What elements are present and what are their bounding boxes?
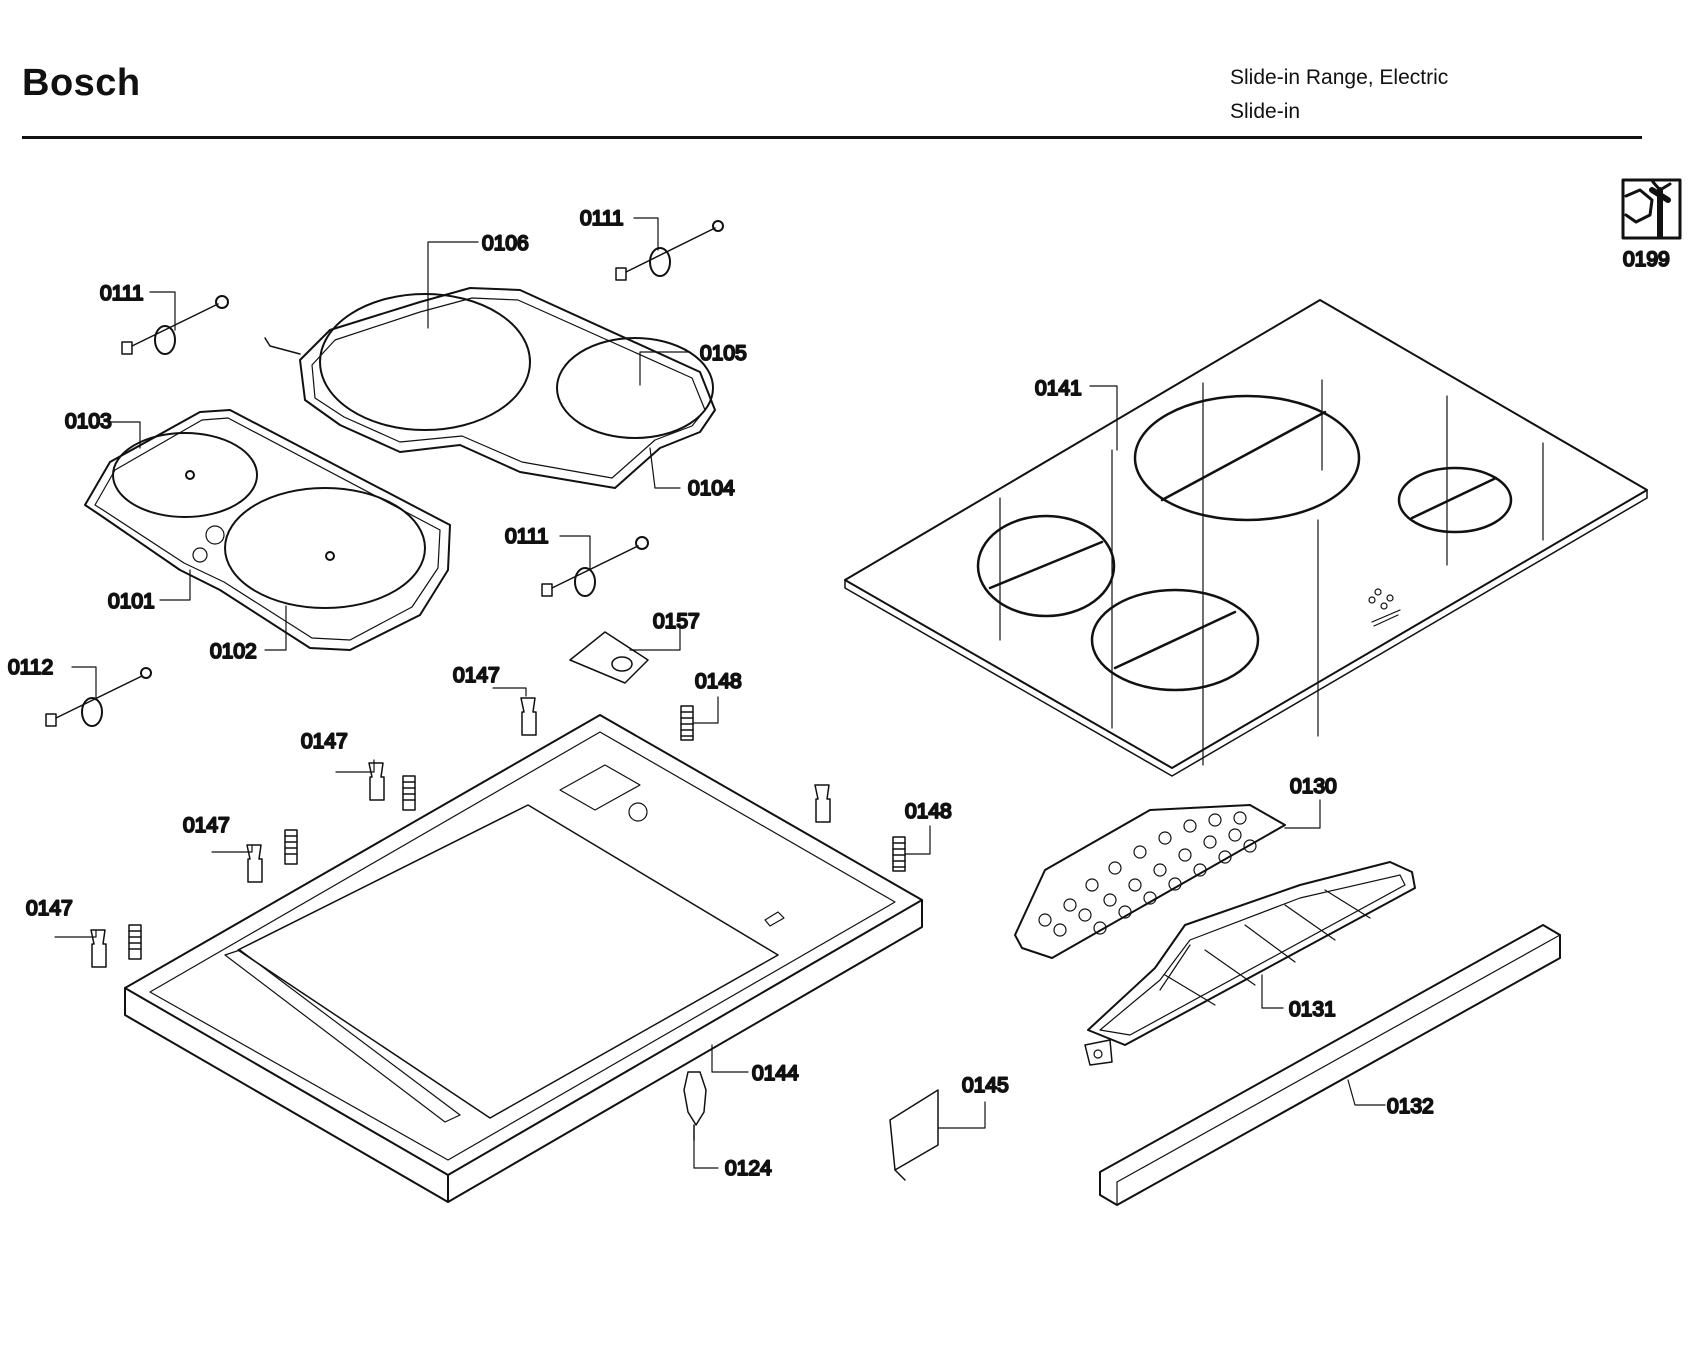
- support-pin: [90, 929, 107, 968]
- support-pin: [520, 697, 537, 736]
- callout-0101: 0101: [108, 590, 155, 613]
- trim-strip: [1099, 924, 1561, 1206]
- lower-burner-frame: [84, 409, 451, 651]
- support-pin-unlabeled: [814, 784, 831, 823]
- leader-0106: [427, 241, 479, 329]
- bracket-0157: [569, 631, 649, 684]
- callout-0131: 0131: [1289, 998, 1336, 1021]
- callout-0112: 0112: [8, 656, 53, 679]
- support-pin: [368, 762, 385, 801]
- callout-0124: 0124: [725, 1157, 772, 1180]
- sensor-0111-top: [615, 220, 724, 281]
- leader-0101: [159, 569, 191, 601]
- header-divider: [22, 136, 1642, 139]
- control-symbols: [1368, 588, 1401, 627]
- spring: [680, 705, 694, 741]
- callout-0147b: 0147: [301, 730, 348, 753]
- callout-0199: 0199: [1623, 248, 1670, 271]
- control-board: [1014, 804, 1286, 959]
- product-type: Slide-in Range, Electric: [1230, 66, 1449, 89]
- wrench-nut-icon[interactable]: [1621, 178, 1682, 240]
- glass-cooktop: [844, 299, 1648, 777]
- callout-0141: 0141: [1035, 377, 1082, 400]
- leader-0147c: [211, 844, 253, 853]
- callout-0111c: 0111: [505, 525, 549, 548]
- frame-tray: [1084, 861, 1416, 1066]
- product-subtype: Slide-in: [1230, 100, 1301, 123]
- leader-0130: [1284, 799, 1321, 829]
- leader-0112: [71, 666, 97, 701]
- callout-0157: 0157: [653, 610, 700, 633]
- spring: [892, 836, 906, 872]
- leader-0131: [1261, 974, 1284, 1009]
- callout-0147a: 0147: [453, 664, 500, 687]
- leader-0147a: [492, 687, 527, 697]
- leader-0148a: [692, 696, 719, 724]
- leader-0148b: [904, 825, 931, 855]
- leader-0111a: [633, 217, 659, 251]
- leader-0104: [649, 447, 681, 489]
- callout-0111b: 0111: [100, 282, 144, 305]
- bracket-0145: [889, 1089, 939, 1181]
- support-pin: [246, 844, 263, 883]
- leader-0103: [109, 421, 141, 449]
- callout-0130: 0130: [1290, 775, 1337, 798]
- sensor-0112: [45, 667, 152, 727]
- sensor-0111-left: [121, 295, 229, 355]
- leader-0147d: [54, 929, 97, 938]
- leader-0111b: [149, 291, 176, 331]
- callout-0132: 0132: [1387, 1095, 1434, 1118]
- sensor-0111-middle: [541, 536, 649, 597]
- upper-burner-frame: [264, 287, 716, 489]
- callout-0148b: 0148: [905, 800, 952, 823]
- leader-0144: [711, 1044, 749, 1073]
- brand-logo: Bosch: [22, 62, 141, 104]
- callout-0147c: 0147: [183, 814, 230, 837]
- base-tray: [124, 714, 923, 1203]
- callout-0145: 0145: [962, 1074, 1009, 1097]
- leader-0111c: [559, 535, 591, 571]
- callout-0147d: 0147: [26, 897, 73, 920]
- leader-0157: [629, 623, 681, 651]
- leader-0145: [937, 1101, 986, 1129]
- spring: [128, 775, 416, 960]
- leader-0124: [693, 1139, 719, 1169]
- callout-0111a: 0111: [580, 207, 624, 230]
- leader-0147b: [335, 759, 375, 773]
- leader-0132: [1347, 1079, 1386, 1106]
- leader-0141: [1089, 385, 1118, 451]
- leader-0105: [639, 351, 691, 386]
- callout-0102: 0102: [210, 640, 257, 663]
- callout-0148a: 0148: [695, 670, 742, 693]
- clip-0124: [683, 1071, 707, 1141]
- callout-0106: 0106: [482, 232, 529, 255]
- callout-0144: 0144: [752, 1062, 799, 1085]
- callout-0103: 0103: [65, 410, 112, 433]
- leader-0102: [264, 605, 287, 651]
- callout-0105: 0105: [700, 342, 747, 365]
- callout-0104: 0104: [688, 477, 735, 500]
